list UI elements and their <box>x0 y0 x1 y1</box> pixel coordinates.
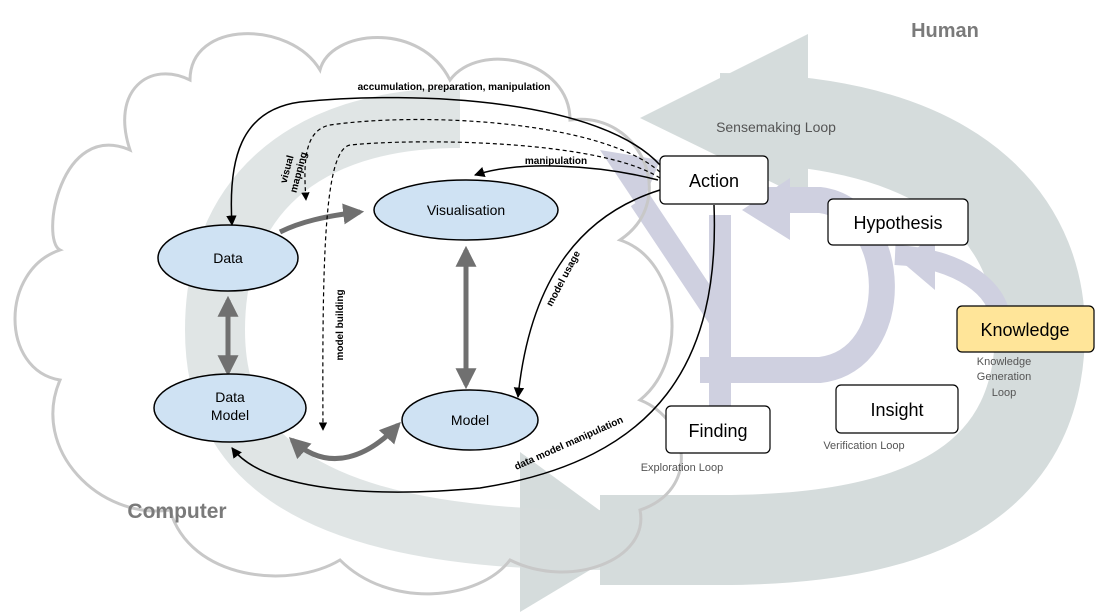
exploration-loop-purple-arrow <box>630 193 731 420</box>
knowledge-node: Knowledge <box>956 305 1095 353</box>
knowledge-generation-loop-label: Knowledge Generation Loop <box>977 356 1031 399</box>
manipulation-edge <box>474 165 659 181</box>
computer-human-edges <box>226 96 716 493</box>
data-model-manipulation-edge <box>231 204 716 493</box>
computer-cloud <box>13 32 683 596</box>
knowledge-loop-arrowhead <box>902 232 935 290</box>
svg-text:Insight: Insight <box>870 400 923 420</box>
big-loop-left-arm <box>184 88 601 570</box>
verification-loop-arrowhead <box>742 178 790 240</box>
svg-text:Model: Model <box>211 407 249 423</box>
computer-region-label: Computer <box>127 500 226 523</box>
svg-text:Generation: Generation <box>977 371 1031 383</box>
action-node: Action <box>659 155 769 205</box>
visual-mapping-edge <box>301 118 661 201</box>
accumulation-edge <box>226 96 661 227</box>
sensemaking-loop-label: Sensemaking Loop <box>716 119 836 135</box>
svg-text:Knowledge: Knowledge <box>980 320 1069 340</box>
data-to-visualisation-arrow <box>278 203 365 235</box>
manipulation-label: manipulation <box>525 156 587 167</box>
finding-node: Finding <box>665 405 771 454</box>
data-node: Data <box>157 224 299 292</box>
human-region-label: Human <box>911 20 979 42</box>
svg-text:Model: Model <box>451 412 489 428</box>
svg-text:Visualisation: Visualisation <box>427 202 505 218</box>
svg-text:Loop: Loop <box>992 387 1016 399</box>
model-usage-edge <box>513 189 661 399</box>
accumulation-label: accumulation, preparation, manipulation <box>358 82 551 93</box>
visualisation-node: Visualisation <box>373 179 559 241</box>
model-building-label: model building <box>335 289 346 360</box>
data-model-node: Data Model <box>153 373 307 443</box>
svg-text:Data: Data <box>213 250 243 266</box>
svg-text:Finding: Finding <box>688 421 747 441</box>
svg-text:Action: Action <box>689 171 739 191</box>
datamodel-model-arrow <box>288 421 401 461</box>
exploration-loop-label: Exploration Loop <box>641 462 724 474</box>
model-node: Model <box>401 389 539 451</box>
svg-text:Hypothesis: Hypothesis <box>853 213 942 233</box>
hypothesis-node: Hypothesis <box>827 198 969 246</box>
insight-node: Insight <box>835 384 959 434</box>
computer-internal-arrows <box>217 203 477 461</box>
svg-text:Data: Data <box>215 389 245 405</box>
verification-loop-label: Verification Loop <box>823 440 904 452</box>
svg-text:Knowledge: Knowledge <box>977 356 1031 368</box>
